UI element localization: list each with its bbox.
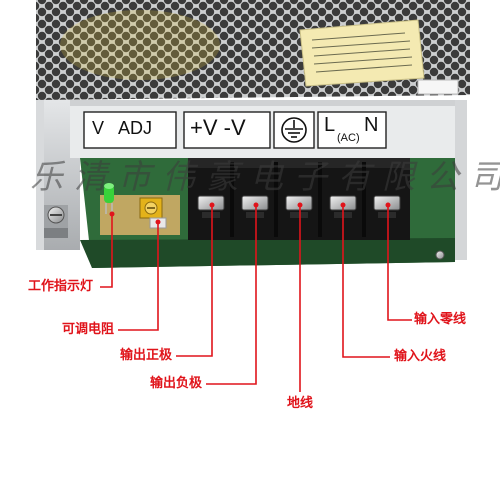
terminal-block: [188, 158, 410, 240]
callout-live-input: 输入火线: [394, 349, 447, 364]
callout-output-negative: 输出负极: [150, 376, 203, 391]
callout-lines: [100, 205, 412, 392]
label-l: L: [324, 114, 336, 136]
terminal-label-boxes: [83, 111, 387, 149]
callout-output-positive: 输出正极: [120, 348, 173, 363]
side-screw-icon: [44, 205, 68, 238]
spec-sticker: [299, 19, 425, 87]
label-v-adj: V ADJ: [92, 118, 153, 138]
model-sticker: [417, 79, 459, 95]
company-watermark: 乐清市伟豪电子有限公司: [30, 157, 500, 196]
callout-neutral-input: 输入零线: [414, 312, 467, 327]
led-indicator-icon: [104, 183, 114, 214]
callout-adjust-resistor: 可调电阻: [62, 322, 115, 337]
label-ac: (AC): [337, 132, 360, 144]
corner-bolt-icon: [435, 250, 445, 260]
callout-ground: 地线: [287, 396, 314, 411]
callout-indicator-light: 工作指示灯: [28, 279, 94, 294]
ground-symbol-icon: [281, 117, 307, 143]
label-n: N: [364, 114, 379, 136]
label-plus-minus-v: +V -V: [190, 115, 246, 140]
callout-dots: [109, 202, 391, 225]
